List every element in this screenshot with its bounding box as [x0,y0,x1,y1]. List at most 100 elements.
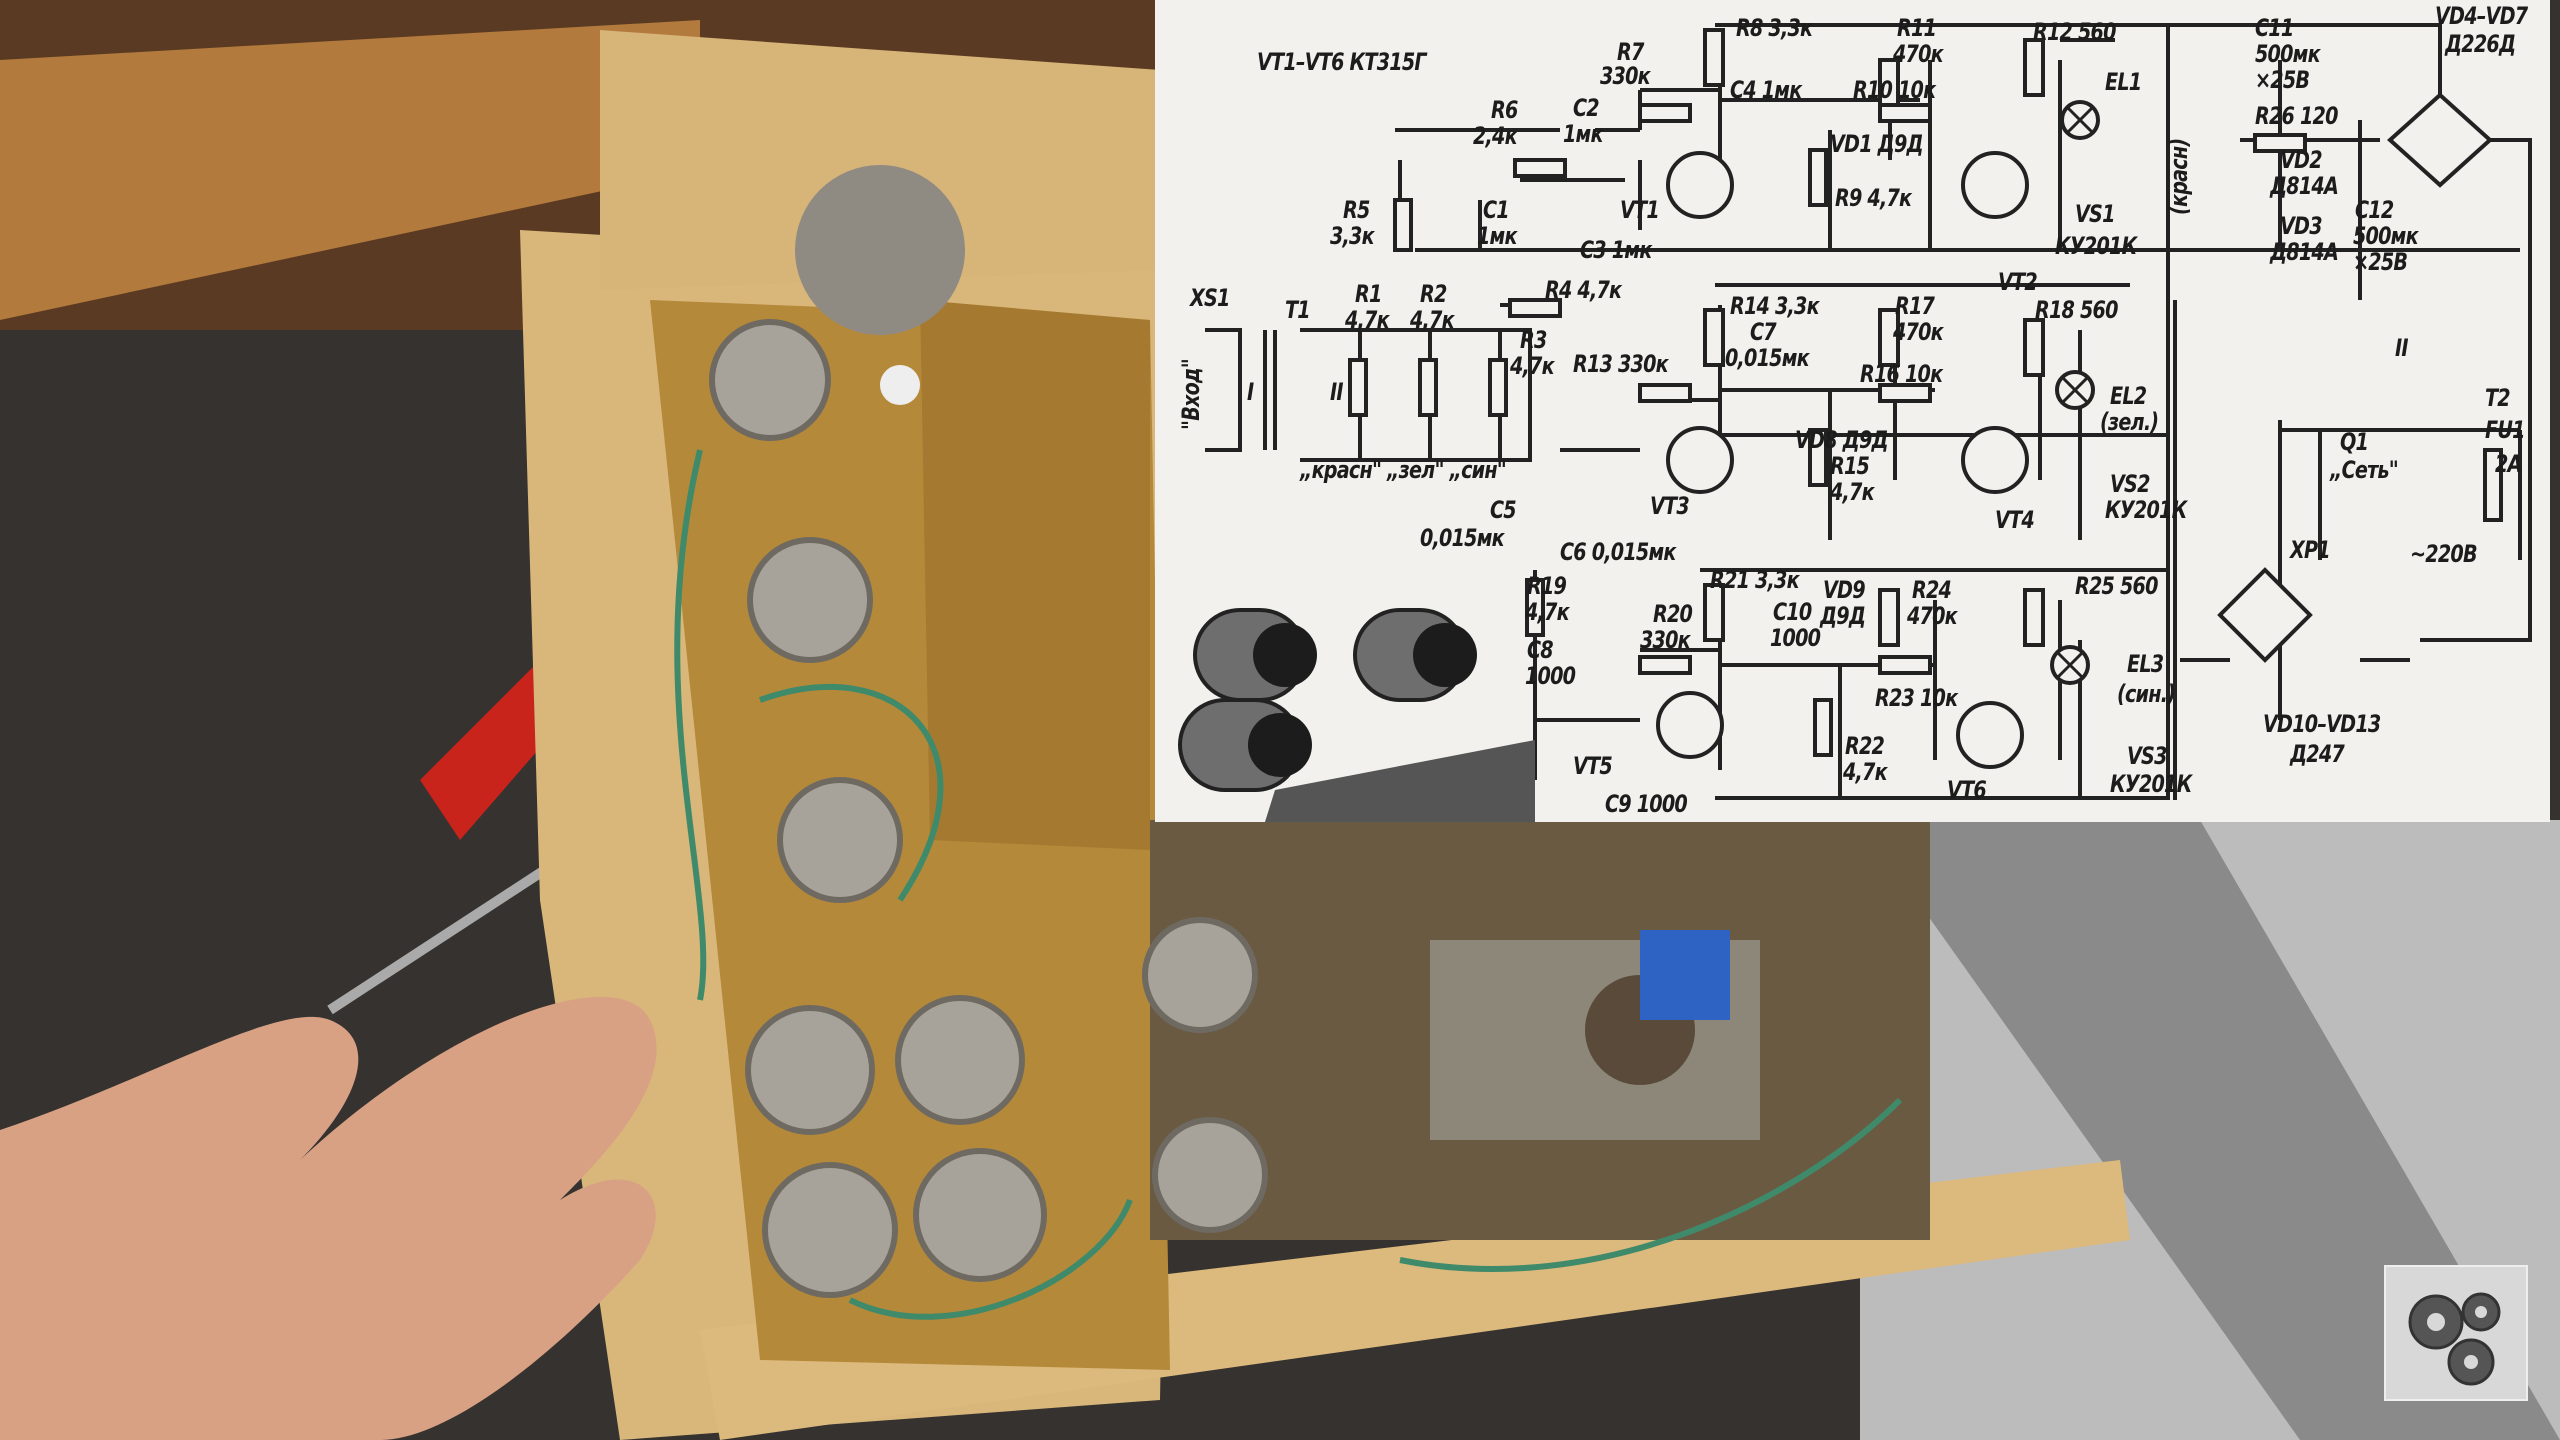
label-vd2: VD2 [2280,146,2323,174]
label-r22: R22 [1845,732,1885,760]
label-c10-value: 1000 [1770,624,1821,652]
label-r7-value: 330к [1600,62,1651,90]
label-r12: R12 560 [2033,18,2116,46]
label-c12: C12 [2355,196,2394,224]
label-vt3: VT3 [1650,492,1690,520]
label-fu1: FU1 [2485,416,2525,444]
microphones-illustration [1178,608,1535,822]
label-r7: R7 [1617,38,1644,66]
label-r9: R9 4,7к [1835,184,1912,212]
label-t1-winding-1: I [1247,378,1254,406]
label-r20: R20 [1653,600,1693,628]
label-r26: R26 120 [2255,102,2338,130]
label-r2: R2 [1420,280,1447,308]
label-r1-value: 4,7к [1345,306,1390,334]
label-vd8: VD8 Д9Д [1795,426,1889,454]
push-button [880,365,920,405]
label-c5: C5 [1490,496,1517,524]
label-r6-value: 2,4к [1473,122,1518,150]
label-r22-value: 4,7к [1843,758,1888,786]
label-el3: EL3 [2127,650,2164,678]
label-r24: R24 [1912,576,1952,604]
label-t2-winding: II [2395,334,2408,362]
label-vs1: VS1 [2075,200,2115,228]
label-vt1: VT1 [1620,196,1660,224]
label-r19: R19 [1527,572,1567,600]
label-t1-winding-2: II [1330,378,1343,406]
label-c1-value: 1мк [1477,222,1517,250]
label-xp1: XP1 [2290,536,2331,564]
label-vs3: VS3 [2127,742,2167,770]
label-vd3: VD3 [2280,212,2323,240]
label-r21: R21 3,3к [1710,566,1800,594]
label-vd4-vd7-type: Д226Д [2445,30,2516,58]
label-vt6: VT6 [1947,776,1987,804]
label-r5: R5 [1343,196,1370,224]
label-c11-voltage: ×25В [2255,66,2310,94]
label-vd9: VD9 [1823,576,1866,604]
schematic-components [1348,28,2503,769]
label-vt4: VT4 [1995,506,2035,534]
label-vd9-type: Д9Д [1820,602,1866,630]
label-r10: R10 10к [1853,76,1936,104]
hand [0,996,657,1440]
label-r2-value: 4,7к [1410,306,1455,334]
label-c12-value: 500мк [2353,222,2419,250]
label-r8: R8 3,3к [1736,14,1813,42]
label-vs1-type: КУ201К [2055,232,2137,260]
label-c4: C4 1мк [1730,76,1802,104]
label-t1: T1 [1285,296,1311,324]
label-mains-voltage: ~220В [2410,540,2478,568]
blue-tape [1640,930,1730,1020]
label-q1-mains-switch: „Сеть" [2330,456,2399,484]
label-r11-value: 470к [1893,40,1944,68]
label-r3: R3 [1520,326,1547,354]
label-input: "Вход" [1177,359,1205,430]
lamp-crosses [2055,105,2095,680]
label-channel-colors: „красн" „зел" „син" [1300,456,1507,484]
label-el1-color: (красн) [2165,138,2193,215]
label-q1: Q1 [2340,428,2369,456]
label-el2-color: (зел.) [2100,408,2159,436]
label-c2: C2 [1573,94,1600,122]
label-c3: C3 1мк [1580,236,1652,264]
label-xs1: XS1 [1190,284,1230,312]
label-c11: C11 [2255,14,2294,42]
label-vt2: VT2 [1998,268,2038,296]
label-c10: C10 [1773,598,1812,626]
label-r4: R4 4,7к [1545,276,1622,304]
label-fu1-rating: 2А [2495,450,2522,478]
label-r6: R6 [1491,96,1518,124]
label-r25: R25 560 [2075,572,2158,600]
label-r16: R16 10к [1860,360,1943,388]
label-r13: R13 330к [1573,350,1669,378]
circuit-schematic-overlay: VT1–VT6 КТ315Г R8 3,3к R7 330к R11 470к … [1155,0,2550,822]
label-el3-color: (син.) [2117,680,2176,708]
label-vd10-vd13-type: Д247 [2290,740,2345,768]
label-r17: R17 [1895,292,1935,320]
power-transistors [709,319,1268,1298]
label-vd3-type: Д814А [2270,238,2339,266]
label-vt5: VT5 [1573,752,1613,780]
label-r3-value: 4,7к [1510,352,1555,380]
label-c5-value: 0,015мк [1420,524,1505,552]
label-c1: C1 [1483,196,1510,224]
label-r17-value: 470к [1893,318,1944,346]
label-vs2: VS2 [2110,470,2150,498]
label-r14: R14 3,3к [1730,292,1820,320]
label-r1: R1 [1355,280,1382,308]
label-vd2-type: Д814А [2270,172,2339,200]
label-c8: C8 [1527,636,1554,664]
label-el2: EL2 [2110,382,2147,410]
potentiometer [795,165,965,335]
label-t2: T2 [2485,384,2511,412]
green-wires [674,449,1903,1320]
label-r11: R11 [1897,14,1937,42]
label-r15-value: 4,7к [1830,478,1875,506]
label-vd10-vd13: VD10–VD13 [2263,710,2381,738]
label-r15: R15 [1830,452,1870,480]
label-c6: C6 0,015мк [1560,538,1676,566]
label-c2-value: 1мк [1563,120,1603,148]
label-vs3-type: КУ201К [2110,770,2192,798]
label-r5-value: 3,3к [1330,222,1375,250]
